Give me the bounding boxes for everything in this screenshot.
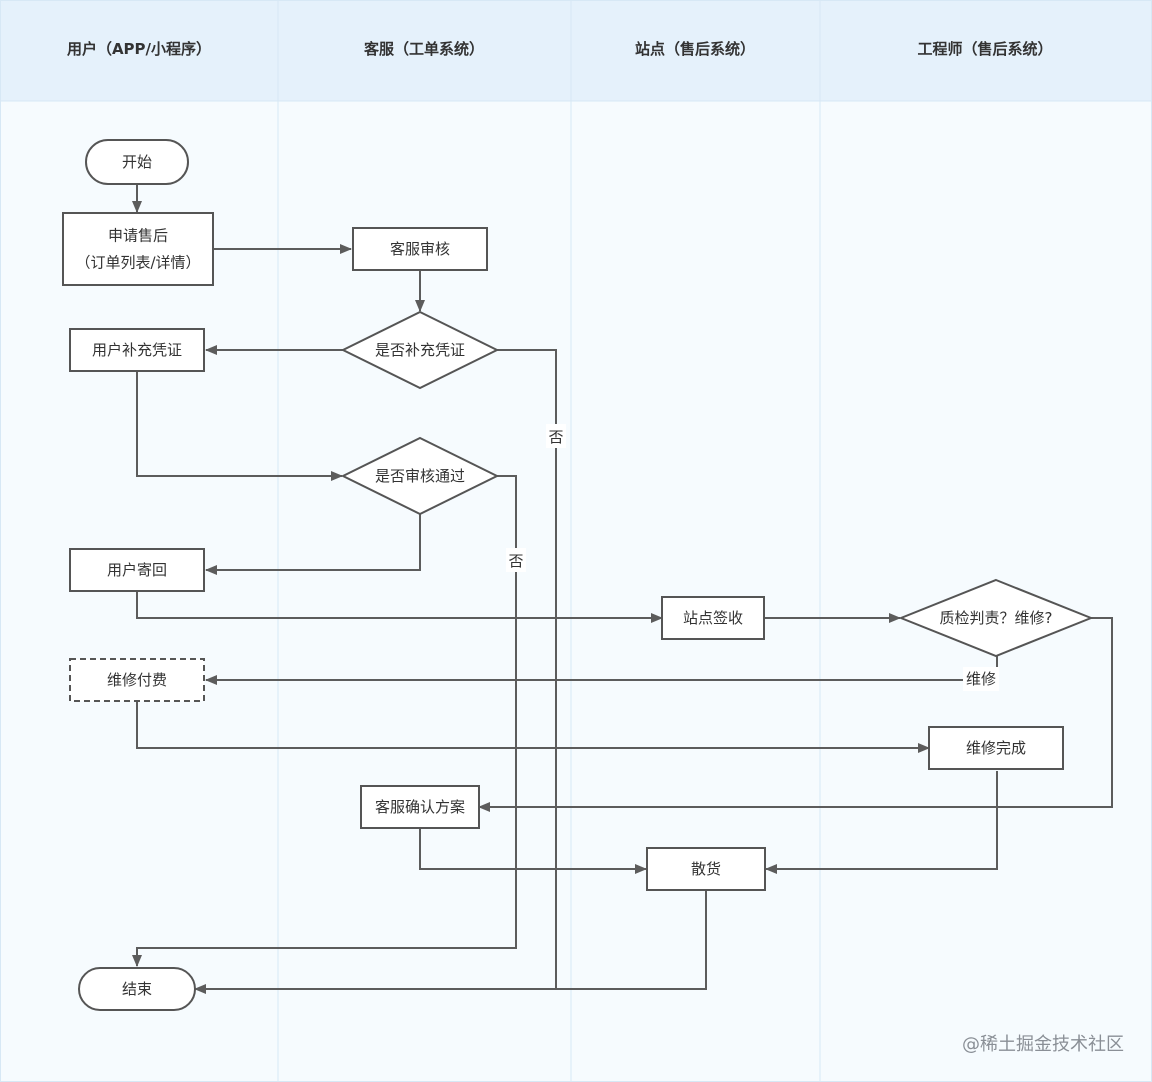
process-shape	[69, 658, 205, 702]
node-end: 结束	[78, 967, 196, 1011]
edge-user-proof-to-review-pass	[136, 372, 343, 481]
process-shape	[360, 785, 480, 829]
node-qc: 质检判责？维修?	[898, 578, 1094, 658]
node-cs-confirm: 客服确认方案	[360, 785, 480, 829]
node-label: 用户补充凭证	[92, 341, 182, 359]
edge-qc-to-cs-confirm	[478, 617, 1113, 812]
lane-title-customer-service: 客服（工单系统）	[363, 40, 484, 58]
process-shape	[62, 212, 214, 286]
node-user-return: 用户寄回	[69, 548, 205, 592]
edges: 否 否 维修	[132, 184, 1113, 994]
edge-label-no-proof: 否	[548, 428, 563, 446]
node-ship: 散货	[646, 847, 766, 891]
terminal-shape	[78, 967, 196, 1011]
decision-shape	[340, 436, 500, 516]
edge-label-repair: 维修	[966, 670, 996, 688]
node-label: 申请售后	[108, 227, 168, 245]
edge-label-bg	[546, 424, 566, 448]
lane-header-background	[0, 0, 1152, 101]
decision-shape	[340, 310, 500, 390]
watermark: @稀土掘金技术社区	[962, 1034, 1124, 1055]
edge-user-return-to-site-sign	[136, 592, 663, 623]
process-shape	[69, 548, 205, 592]
node-label: 散货	[691, 860, 721, 878]
edge-ship-to-end	[194, 891, 707, 994]
node-label: （订单列表/详情）	[75, 254, 200, 272]
edge-review-pass-to-user-return	[205, 514, 421, 575]
edge-review-pass-no	[132, 475, 517, 967]
edge-label-not-pass: 否	[508, 552, 523, 570]
node-label: 结束	[122, 980, 152, 998]
edge-cs-confirm-to-ship	[419, 829, 647, 874]
node-start: 开始	[85, 139, 189, 185]
node-label: 质检判责？维修?	[940, 609, 1053, 627]
node-site-sign: 站点签收	[661, 596, 765, 640]
process-shape	[69, 328, 205, 372]
node-label: 客服确认方案	[375, 798, 465, 816]
lane-title-engineer: 工程师（售后系统）	[917, 40, 1052, 58]
node-label: 是否审核通过	[375, 467, 465, 485]
node-label: 维修付费	[107, 671, 167, 689]
edge-need-proof-no	[497, 349, 557, 989]
terminal-shape	[85, 139, 189, 185]
node-apply: 申请售后 （订单列表/详情）	[62, 212, 214, 286]
process-shape	[661, 596, 765, 640]
edge-label-bg	[963, 667, 999, 691]
process-shape	[352, 227, 488, 271]
lane-title-user: 用户（APP/小程序）	[67, 40, 211, 58]
node-label: 开始	[122, 153, 152, 171]
node-label: 站点签收	[683, 609, 743, 627]
node-need-proof: 是否补充凭证	[340, 310, 500, 390]
node-label: 用户寄回	[107, 561, 167, 579]
edge-label-bg	[506, 548, 526, 572]
node-label: 是否补充凭证	[375, 341, 465, 359]
node-label: 维修完成	[966, 739, 1026, 757]
node-repair-done: 维修完成	[928, 726, 1064, 770]
node-cs-review: 客服审核	[352, 227, 488, 271]
process-shape	[928, 726, 1064, 770]
node-review-pass: 是否审核通过	[340, 436, 500, 516]
decision-shape	[898, 578, 1094, 658]
node-label: 客服审核	[390, 240, 450, 258]
edge-repair-pay-to-repair-done	[136, 702, 930, 753]
lane-title-site: 站点（售后系统）	[635, 40, 755, 58]
node-repair-pay: 维修付费	[69, 658, 205, 702]
process-shape	[646, 847, 766, 891]
edge-repair-done-to-ship	[765, 771, 998, 874]
node-user-proof: 用户补充凭证	[69, 328, 205, 372]
